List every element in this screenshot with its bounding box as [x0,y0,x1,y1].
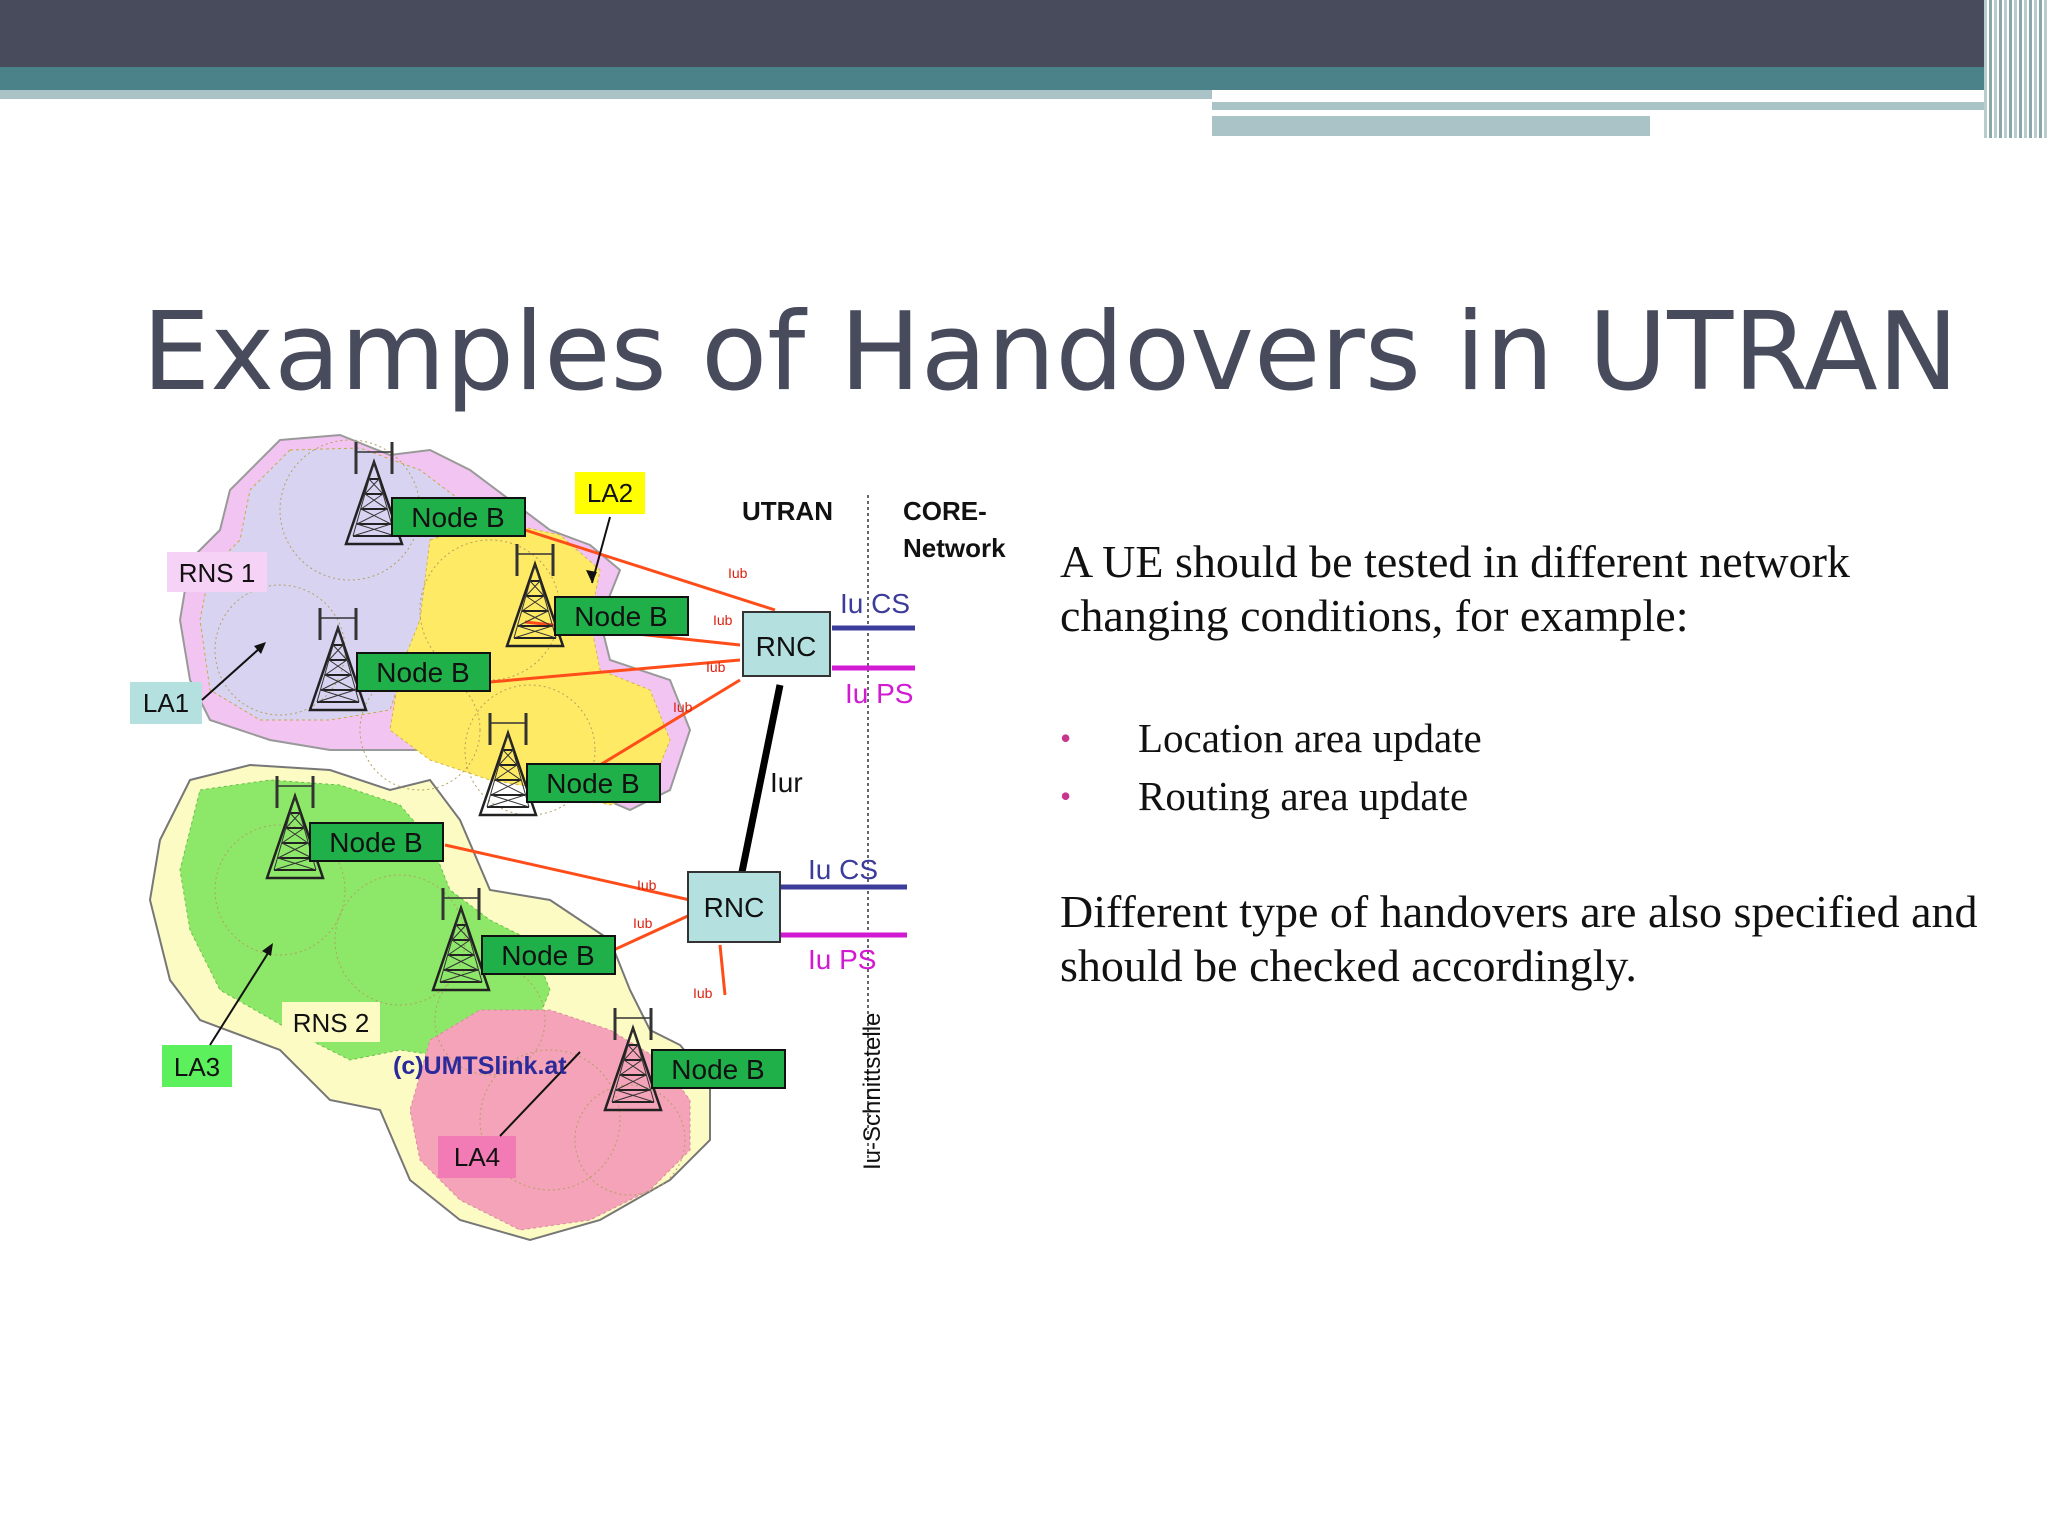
node-b-box: Node B [554,596,689,636]
utran-network-diagram: Iub Iub Iub Iub Iub Iub Iub Iur Iu-Schni… [130,420,1030,1250]
header-bar-teal [0,67,2048,90]
iu-cs-label: Iu CS [808,854,878,885]
node-b-label: Node B [376,657,469,688]
la1-arrowhead [254,642,266,654]
la2-label: LA2 [587,478,633,508]
rns1-tag: RNS 1 [167,552,267,592]
node-b-box: Node B [651,1049,786,1089]
header-edge-pattern [1984,0,2048,138]
node-b-box: Node B [309,822,444,862]
la4-label: LA4 [454,1142,500,1172]
iu-ps-label: Iu PS [808,944,876,975]
bullet-list: • Location area update • Routing area up… [1060,709,2020,825]
header-stripe-gap [1212,110,1896,115]
core-label-line1: CORE- [903,496,987,526]
iub-label: Iub [713,612,733,628]
la1-label: LA1 [143,688,189,718]
rnc-lower: RNC [687,871,781,943]
header-bar-dark [0,0,2048,67]
node-b-box: Node B [526,763,661,803]
header-stripe [1212,102,1996,110]
iub-label: Iub [673,699,693,715]
iur-link [738,684,784,873]
node-b-label: Node B [329,827,422,858]
node-b-box: Node B [481,935,616,975]
node-b-label: Node B [501,940,594,971]
iub-label: Iub [706,659,726,675]
header-stripe [1212,116,1650,136]
la2-arrowhead [586,570,597,583]
iub-label: Iub [633,915,653,931]
iu-interface-label: Iu-Schnittstelle [859,1013,886,1170]
intro-paragraph: A UE should be tested in different netwo… [1060,536,1850,641]
la4-tag: LA4 [438,1136,516,1178]
node-b-label: Node B [411,502,504,533]
rns2-label: RNS 2 [293,1008,370,1038]
outro-paragraph: Different type of handovers are also spe… [1060,886,1978,991]
la3-arrowhead [262,943,273,956]
la4-pointer [499,1051,581,1137]
la3-tag: LA3 [162,1045,232,1087]
diagram-canvas: Iub Iub Iub Iub Iub Iub Iub Iur Iu-Schni… [130,433,1006,1242]
rns1-label: RNS 1 [179,558,256,588]
iu-ps-label: Iu PS [845,678,913,709]
iub-label: Iub [693,985,713,1001]
bullet-item: • Location area update [1060,709,2020,767]
iub-labels: Iub Iub Iub Iub Iub Iub Iub [633,565,748,1001]
la3-pointer [209,949,271,1046]
rns2-tag: RNS 2 [282,1002,380,1042]
rnc-label: RNC [756,631,817,662]
la1-tag: LA1 [130,682,202,724]
bullet-dot-icon: • [1060,778,1072,814]
iub-label: Iub [728,565,748,581]
node-b-box: Node B [356,652,491,692]
iub-label: Iub [637,877,657,893]
rnc-upper: RNC [742,611,831,677]
iur-label: Iur [770,767,803,798]
node-b-label: Node B [574,601,667,632]
copyright-label: (c)UMTSlink.at [393,1052,567,1080]
header-stripe [0,90,1212,99]
node-b-label: Node B [546,768,639,799]
la1-pointer [201,647,261,701]
bullet-text: Location area update [1138,715,1482,761]
slide-body: A UE should be tested in different netwo… [1060,535,2020,993]
page-title: Examples of Handovers in UTRAN [142,290,1959,415]
core-label-line2: Network [903,533,1006,563]
utran-label: UTRAN [742,496,833,526]
la3-label: LA3 [174,1052,220,1082]
node-b-box: Node B [391,497,526,537]
node-b-label: Node B [671,1054,764,1085]
bullet-dot-icon: • [1060,720,1072,756]
iu-cs-label: Iu CS [840,588,910,619]
bullet-text: Routing area update [1138,773,1469,819]
bullet-item: • Routing area update [1060,767,2020,825]
rnc-label: RNC [704,892,765,923]
la2-tag: LA2 [575,472,645,514]
